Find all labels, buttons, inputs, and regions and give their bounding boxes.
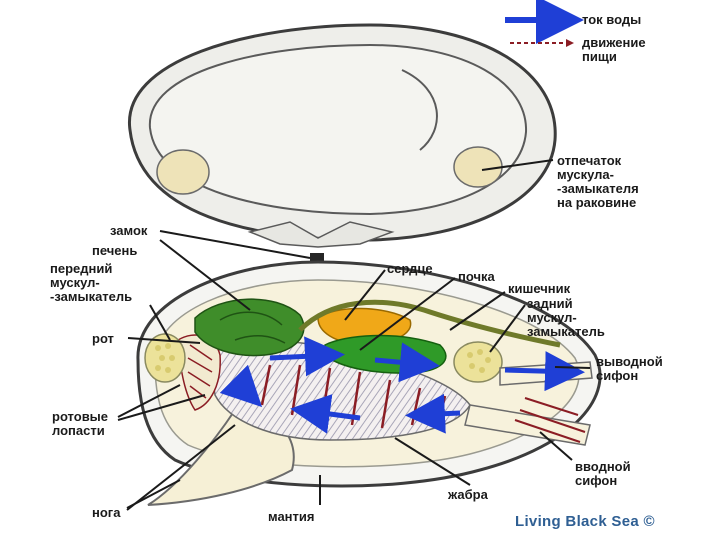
label-anterior-adductor: передний мускул- -замыкатель (50, 262, 132, 304)
label-kidney: почка (458, 270, 495, 284)
legend (505, 20, 574, 47)
label-gill: жабра (448, 488, 488, 502)
credit-watermark: Living Black Sea © (515, 513, 655, 530)
label-posterior-adductor: задний мускул- замыкатель (527, 297, 605, 339)
upper-shell-valve (129, 25, 555, 247)
label-exhalant-siphon: выводной сифон (596, 355, 663, 383)
label-muscle-scar: отпечаток мускула- -замыкателя на ракови… (557, 154, 639, 210)
label-foot: нога (92, 506, 120, 520)
muscle-scar-posterior (454, 147, 502, 187)
label-mantle: мантия (268, 510, 314, 524)
legend-food-label: движение пищи (582, 36, 646, 64)
label-hinge: замок (110, 224, 147, 238)
label-labial-palps: ротовые лопасти (52, 410, 108, 438)
legend-water-label: ток воды (582, 13, 641, 27)
label-mouth: рот (92, 332, 114, 346)
label-inhalant-siphon: вводной сифон (575, 460, 631, 488)
label-liver: печень (92, 244, 137, 258)
label-intestine: кишечник (508, 282, 570, 296)
posterior-adductor (454, 342, 502, 382)
muscle-scar-anterior (157, 150, 209, 194)
label-heart: сердце (387, 262, 433, 276)
